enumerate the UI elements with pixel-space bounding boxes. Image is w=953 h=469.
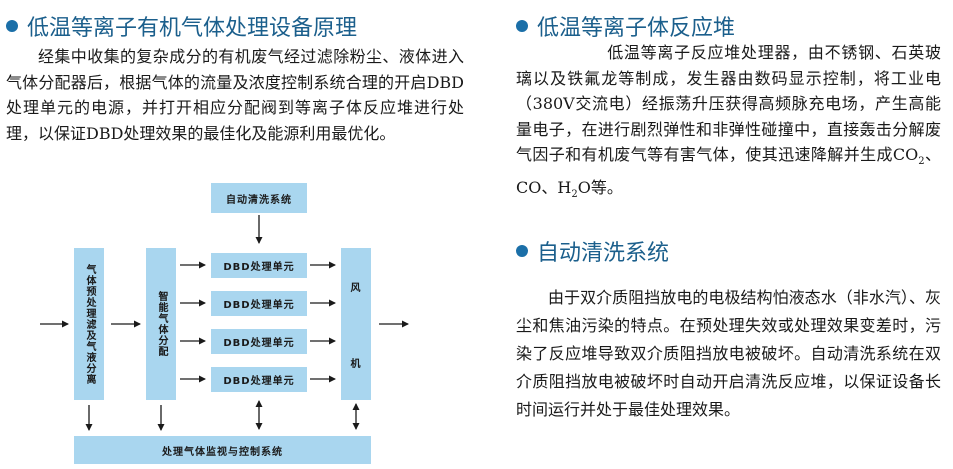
dbd-unit-box: DBD处理单元 <box>211 291 307 316</box>
distribute-box: 智能气体分配 <box>146 248 176 400</box>
monitor-control-box: 处理气体监视与控制系统 <box>74 436 371 464</box>
fan-box: 风 机 <box>341 248 371 400</box>
dbd-unit-box: DBD处理单元 <box>211 329 307 354</box>
clean-paragraph: 由于双介质阻挡放电的电极结构怕液态水（非水汽）、灰尘和焦油污染的特点。在预处理失… <box>516 288 941 419</box>
h2o-formula: H2O <box>557 177 591 200</box>
pretreat-box: 气体预处理滤及气液分离 <box>74 248 104 400</box>
dbd-unit-label: DBD处理单元 <box>223 376 295 387</box>
clean-section-title: 自动清洗系统 <box>537 241 670 266</box>
dbd-unit-box: DBD处理单元 <box>211 253 307 278</box>
distribute-label: 智能气体分配 <box>156 291 167 357</box>
auto-clean-box: 自动清洗系统 <box>211 183 307 213</box>
reactor-section-title: 低温等离子体反应堆 <box>537 16 736 41</box>
fan-label-1: 风 <box>350 282 362 294</box>
reactor-section-heading: 低温等离子体反应堆 <box>516 10 735 42</box>
reactor-paragraph: 低温等离子反应堆处理器，由不锈钢、石英玻璃以及铁氟龙等制成，发生器由数码显示控制… <box>516 43 941 200</box>
bullet-icon <box>6 20 18 32</box>
monitor-control-label: 处理气体监视与控制系统 <box>162 446 283 458</box>
co2-formula: CO2 <box>892 145 925 168</box>
left-section-title: 低温等离子有机气体处理设备原理 <box>27 16 358 41</box>
clean-section-heading: 自动清洗系统 <box>516 235 669 267</box>
pretreat-label: 气体预处理滤及气液分离 <box>84 263 95 385</box>
dbd-unit-box: DBD处理单元 <box>211 367 307 392</box>
dbd-unit-label: DBD处理单元 <box>223 338 295 349</box>
left-section-heading: 低温等离子有机气体处理设备原理 <box>6 10 357 42</box>
dbd-unit-label: DBD处理单元 <box>223 300 295 311</box>
dbd-unit-label: DBD处理单元 <box>223 262 295 273</box>
reactor-text: 低温等离子反应堆处理器，由不锈钢、石英玻璃以及铁氟龙等制成，发生器由数码显示控制… <box>516 43 941 164</box>
bullet-icon <box>516 245 528 257</box>
bullet-icon <box>516 20 528 32</box>
fan-label-2: 机 <box>350 358 362 370</box>
co-formula: CO <box>516 177 542 197</box>
auto-clean-label: 自动清洗系统 <box>226 194 292 206</box>
left-section-paragraph: 经集中收集的复杂成分的有机废气经过滤除粉尘、液体进入气体分配器后，根据气体的流量… <box>6 47 464 143</box>
